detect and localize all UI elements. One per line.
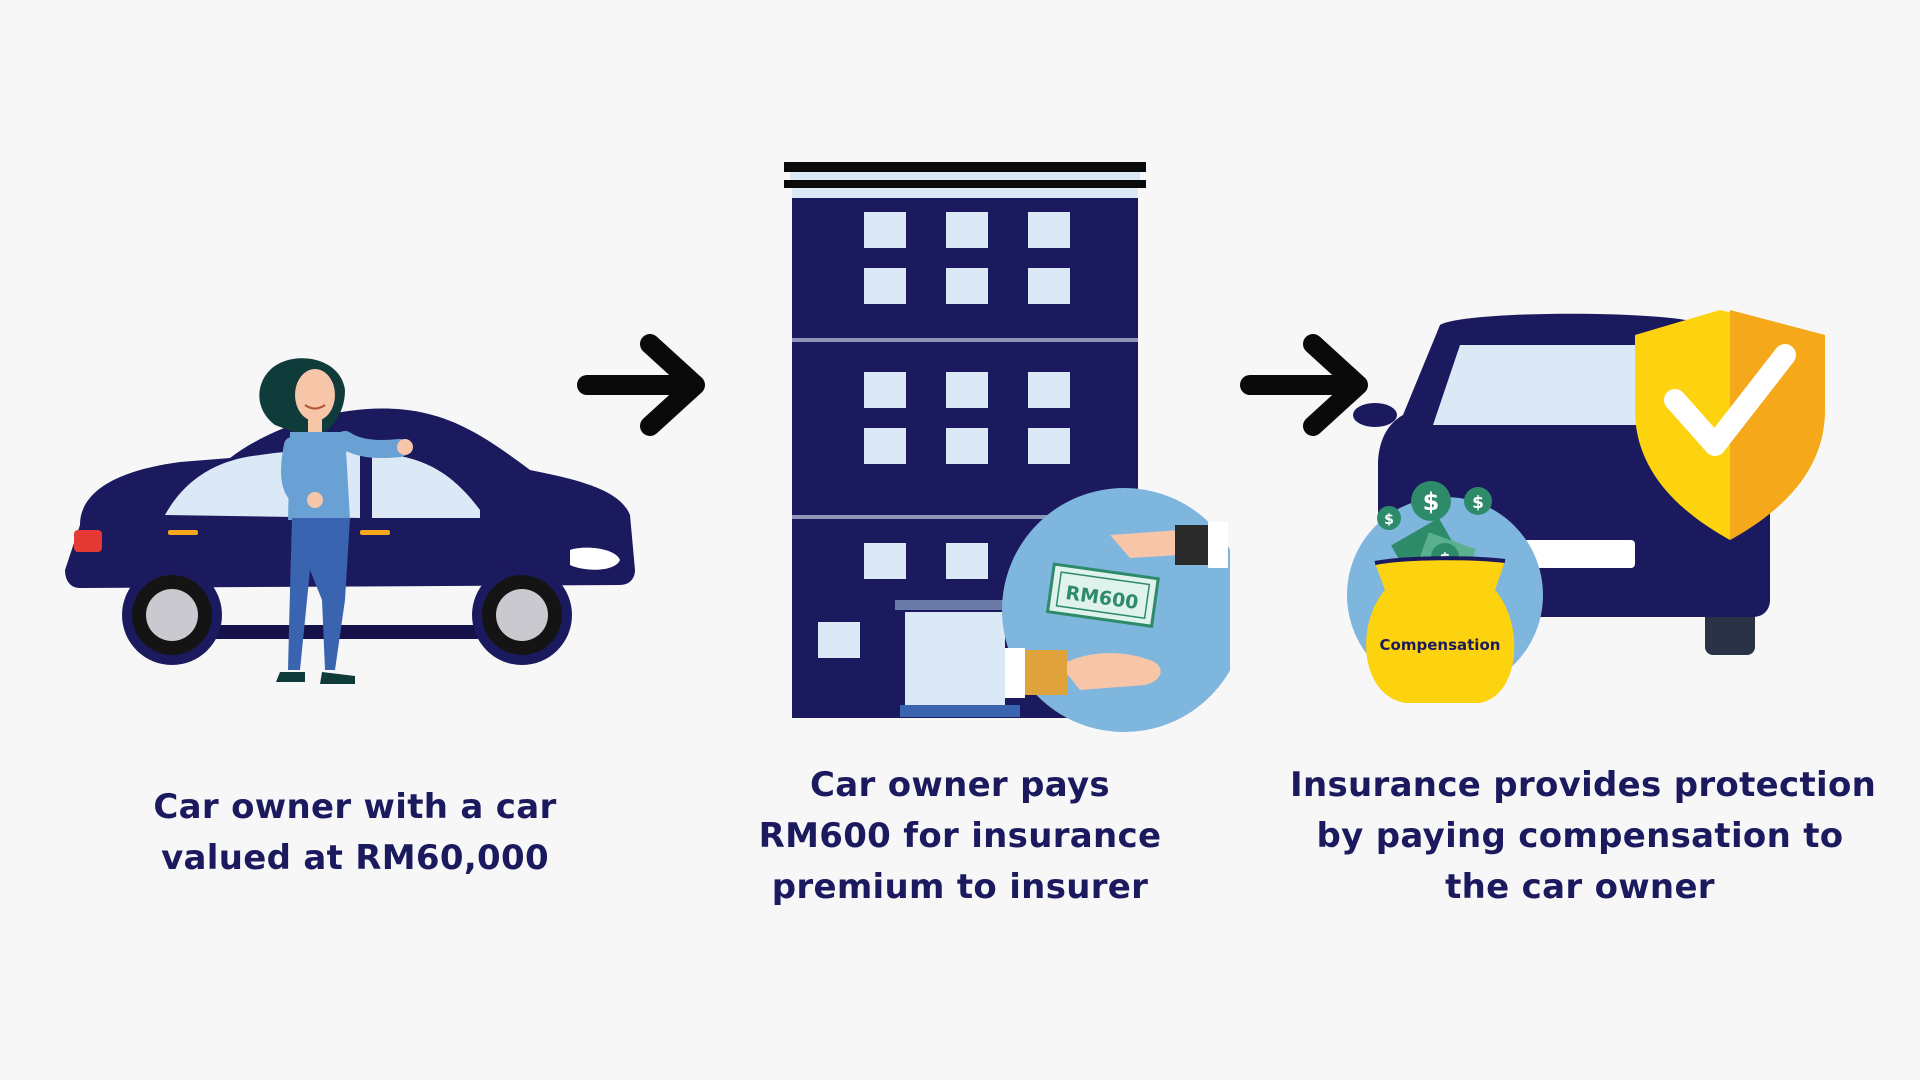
dollar-coin-icon: $ <box>1411 481 1451 521</box>
compensation-circle: $ $ $ $ Compensation <box>1347 481 1543 703</box>
protection-illustration: $ $ $ $ Compensation <box>1347 310 1825 703</box>
caption-line: RM600 for insurance <box>758 816 1162 856</box>
dollar-coin-icon: $ <box>1377 506 1401 530</box>
dollar-coin-icon: $ <box>1464 487 1492 515</box>
svg-text:$: $ <box>1472 493 1484 513</box>
wheel-front <box>472 565 572 665</box>
arrow-right-icon <box>577 334 705 436</box>
caption-line: Insurance provides protection <box>1290 765 1877 805</box>
caption-line: Car owner pays <box>810 765 1110 805</box>
compensation-bag: Compensation <box>1366 556 1515 703</box>
caption-line: the car owner <box>1445 867 1715 907</box>
caption-line: valued at RM60,000 <box>161 838 549 878</box>
banknote: RM600 <box>1045 562 1160 628</box>
insurer-building-illustration: RM600 <box>784 162 1230 732</box>
shield-check-icon <box>1635 310 1825 540</box>
svg-text:$: $ <box>1384 512 1394 528</box>
arrow-right-icon <box>1240 334 1368 436</box>
car-owner-illustration <box>65 358 635 684</box>
compensation-label: Compensation <box>1380 636 1501 654</box>
wheel-rear <box>122 565 222 665</box>
svg-text:$: $ <box>1423 488 1440 516</box>
step-3-caption: Insurance provides protection by paying … <box>1290 760 1877 913</box>
step-1-caption: Car owner with a car valued at RM60,000 <box>120 782 590 884</box>
caption-line: Car owner with a car <box>153 787 557 827</box>
woman-figure <box>259 358 413 684</box>
payment-circle: RM600 <box>1002 488 1230 732</box>
caption-line: by paying compensation to <box>1316 816 1844 856</box>
caption-line: premium to insurer <box>771 867 1149 907</box>
step-2-caption: Car owner pays RM600 for insurance premi… <box>740 760 1180 913</box>
